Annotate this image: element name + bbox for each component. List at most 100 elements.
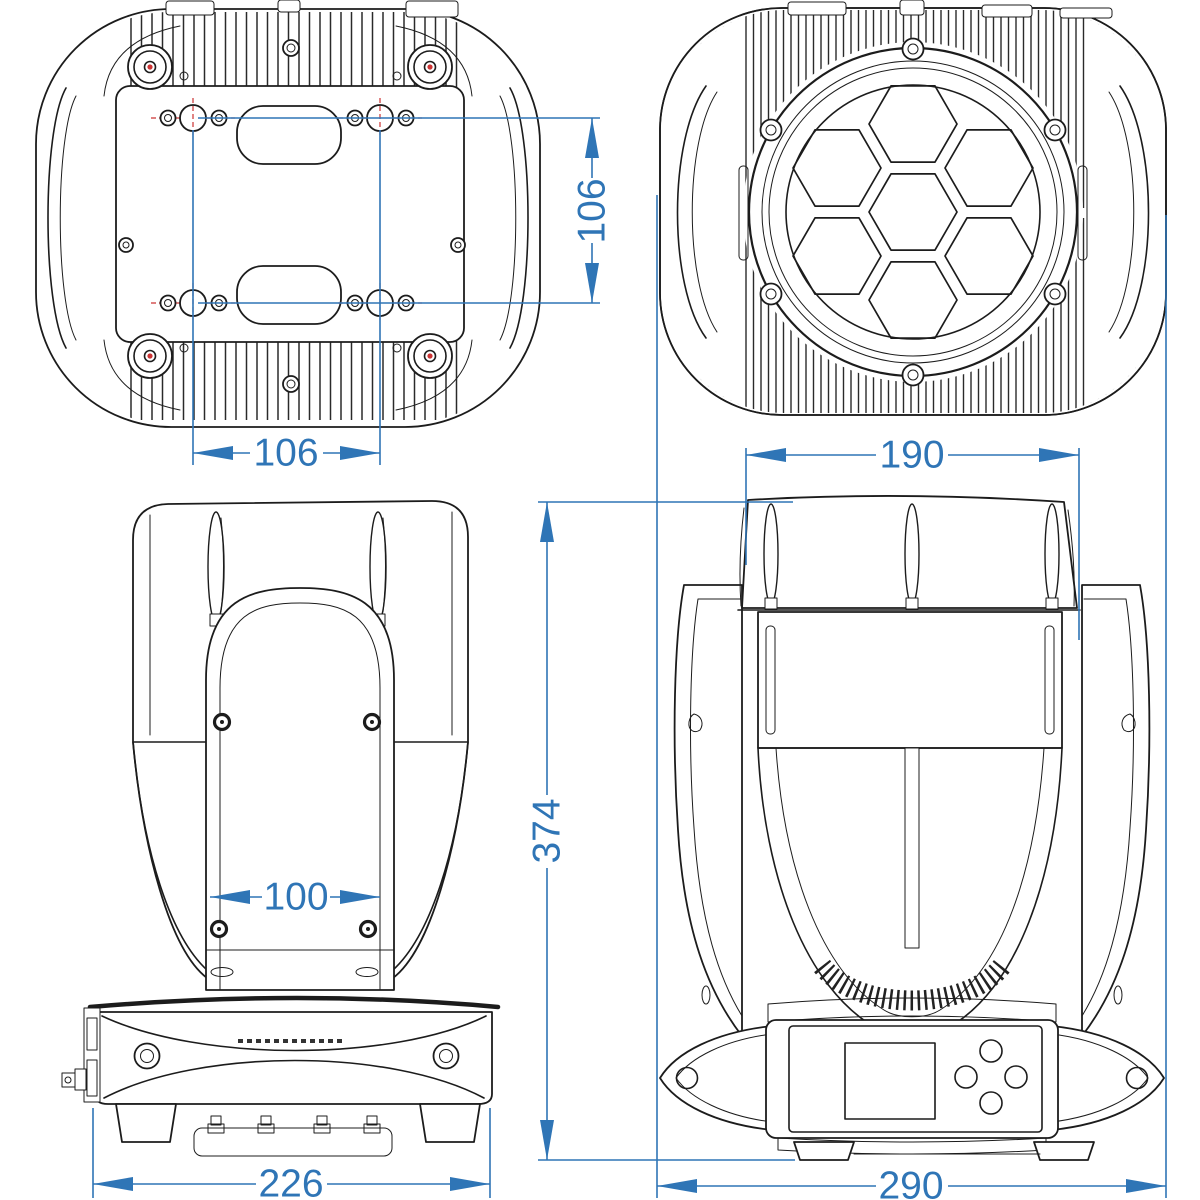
head-side-curve [739, 507, 745, 607]
screw [118, 237, 134, 253]
pin-hole [392, 343, 402, 353]
lens-glass-edge [785, 84, 1041, 340]
dim-label-yoke-width: 100 [263, 876, 328, 919]
display-screen [844, 1042, 936, 1120]
dim-label-overall-height: 374 [526, 798, 569, 863]
head-fins-right [392, 741, 469, 971]
side-handle-left-inner [691, 91, 718, 333]
panel-slot [1044, 625, 1055, 735]
arrow-left [210, 890, 250, 904]
head-fins-left [132, 741, 208, 971]
yoke-arm-left [673, 584, 743, 1037]
pin-hole [179, 343, 189, 353]
center-post [904, 747, 920, 949]
arrow-left [657, 1179, 697, 1193]
yoke-arm-right-inner [1081, 598, 1134, 1017]
bottom-rail [193, 1127, 393, 1157]
side-bumper-right [509, 87, 529, 349]
base-knob [133, 1042, 161, 1070]
head-slot [1044, 503, 1060, 610]
clamp-tab [405, 0, 459, 18]
head-slot [207, 511, 225, 627]
plate-slot-bottom [236, 265, 342, 325]
arrow-left [93, 1177, 133, 1191]
hex-lens-array [792, 85, 1034, 339]
yoke-arm-left-inner [690, 598, 743, 1017]
corner-arc [103, 25, 181, 97]
dimension-yoke-width: 100 [210, 876, 380, 919]
base-handle-right [1051, 1025, 1165, 1131]
dimension-base-depth: 226 [92, 1108, 491, 1200]
panel-slot [765, 625, 776, 735]
mounting-plate [115, 85, 465, 343]
corner-arc [395, 339, 473, 411]
base-top-ridge [767, 997, 1057, 1023]
yoke-arm-side [205, 587, 395, 991]
corner-arc [395, 25, 473, 97]
dimension-head-width: 190 [745, 434, 1080, 640]
dim-label-mount-horizontal: 106 [253, 432, 318, 475]
clamp-tab [981, 4, 1033, 18]
pin-hole [179, 71, 189, 81]
foot [407, 44, 453, 90]
corner-arc [103, 339, 181, 411]
yoke-oval-hole [355, 967, 379, 977]
foot [127, 333, 173, 379]
dimension-mount-spacing-vertical: 106 [198, 117, 614, 304]
yoke-arm-inner [219, 602, 381, 991]
yoke-screws [209, 712, 382, 939]
base-rear-body [765, 1019, 1059, 1139]
menu-buttons [954, 1039, 1028, 1115]
lens-ring [761, 60, 1065, 364]
base-sweep-upper [101, 1015, 487, 1052]
arrow-right [450, 1177, 490, 1191]
dim-label-base-depth: 226 [258, 1163, 323, 1200]
yoke-oval-hole [701, 985, 711, 1005]
base-foot [793, 1141, 855, 1161]
head-back-panel [757, 611, 1063, 749]
view-base-bottom [35, 0, 541, 428]
head-slot [763, 503, 779, 610]
arrow-right [1039, 448, 1079, 462]
button-right [1004, 1065, 1028, 1089]
base-foot [1033, 1141, 1095, 1161]
bezel-screws [759, 37, 1067, 387]
side-bumper-left-inner [59, 95, 77, 341]
arrow-up [585, 118, 599, 158]
arrow-right [1126, 1179, 1166, 1193]
clamp-tab [165, 0, 215, 16]
yoke-arm-right [1081, 584, 1151, 1037]
dim-label-head-width: 190 [879, 434, 944, 477]
lens-ring-outer [747, 46, 1079, 378]
button-left [954, 1065, 978, 1089]
screw [450, 237, 466, 253]
yoke-oval-hole [1113, 985, 1123, 1005]
base-handle-left [659, 1025, 773, 1131]
fin-bowl-inner [775, 747, 1045, 1018]
view-head-front [659, 0, 1167, 416]
base-knob [432, 1042, 460, 1070]
arrow-right [340, 890, 380, 904]
view-side [61, 500, 501, 1157]
base-foot [115, 1103, 177, 1143]
foot [407, 333, 453, 379]
base-sweep-lower [103, 1059, 485, 1099]
button-down [979, 1091, 1003, 1115]
dimension-overall-height: 374 [526, 501, 795, 1161]
plate-slot-top [236, 105, 342, 165]
dim-label-overall-width: 290 [878, 1165, 943, 1200]
screw [282, 375, 300, 393]
arrow-right [340, 446, 380, 460]
side-bumper-left [47, 87, 67, 349]
side-handle-right-inner [1108, 91, 1135, 333]
yoke-hole [688, 713, 703, 733]
view-rear [659, 495, 1165, 1161]
arrow-down [540, 1120, 554, 1160]
bolts [207, 1115, 381, 1134]
button-up [979, 1039, 1003, 1063]
base-foot [419, 1103, 481, 1143]
yoke-oval-hole [210, 967, 234, 977]
dimension-mount-spacing-horizontal: 106 [192, 130, 381, 475]
